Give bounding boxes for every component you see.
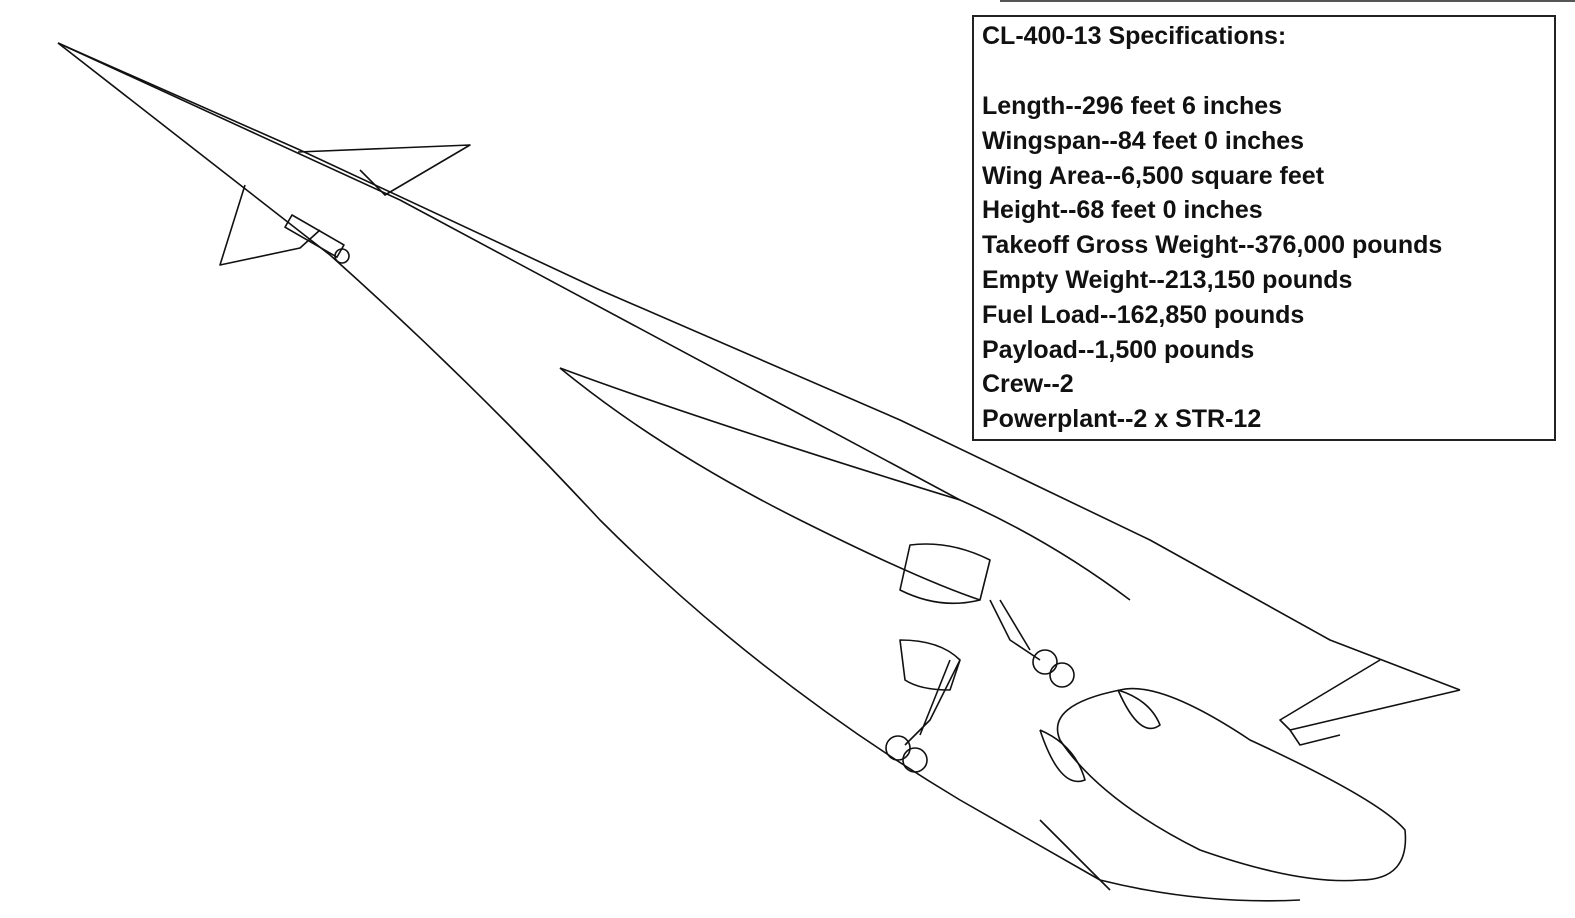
right-wing — [1279, 659, 1461, 731]
top-border-line — [1000, 0, 1575, 2]
spec-payload: Payload--1,500 pounds — [982, 335, 1255, 364]
wheel — [885, 735, 911, 761]
right-wing-tip — [1289, 729, 1341, 746]
landing-gear-bay — [899, 543, 991, 605]
specifications-box: CL-400-13 Specifications: Length--296 fe… — [972, 15, 1556, 441]
upper-vertical-fin — [297, 144, 471, 196]
inner-chine-line — [559, 367, 1131, 601]
fuselage-lower-edge — [57, 42, 1111, 891]
landing-gear-strut-1 — [989, 599, 1041, 661]
gear-door — [899, 639, 961, 691]
specifications-title: CL-400-13 Specifications: — [982, 22, 1287, 50]
spec-empty-weight: Empty Weight--213,150 pounds — [982, 265, 1353, 294]
fuselage-inner-line — [57, 42, 961, 501]
wheel — [1049, 662, 1075, 688]
lower-vertical-fin — [219, 184, 321, 266]
spec-wing-area: Wing Area--6,500 square feet — [982, 161, 1325, 190]
left-wing — [1039, 819, 1301, 902]
nacelle-intake-lower — [1039, 729, 1086, 783]
landing-gear-strut-2 — [904, 659, 961, 746]
spec-takeoff-gross-weight: Takeoff Gross Weight--376,000 pounds — [982, 231, 1443, 260]
nacelle-intake-upper — [1117, 689, 1161, 730]
spec-length: Length--296 feet 6 inches — [982, 92, 1283, 120]
spec-powerplant: Powerplant--2 x STR-12 — [982, 405, 1262, 434]
spec-height: Height--68 feet 0 inches — [982, 196, 1263, 225]
wheel — [902, 747, 928, 773]
spec-fuel-load: Fuel Load--162,850 pounds — [982, 300, 1305, 329]
spec-wingspan: Wingspan--84 feet 0 inches — [982, 126, 1305, 155]
spec-crew: Crew--2 — [982, 370, 1074, 399]
wheel — [1032, 649, 1058, 675]
fin-pod-wheel — [334, 248, 350, 264]
fuselage-upper-edge — [57, 42, 1461, 691]
fin-pod — [284, 214, 345, 258]
inner-chine-lower — [559, 367, 981, 601]
nacelle-body — [1056, 687, 1407, 882]
